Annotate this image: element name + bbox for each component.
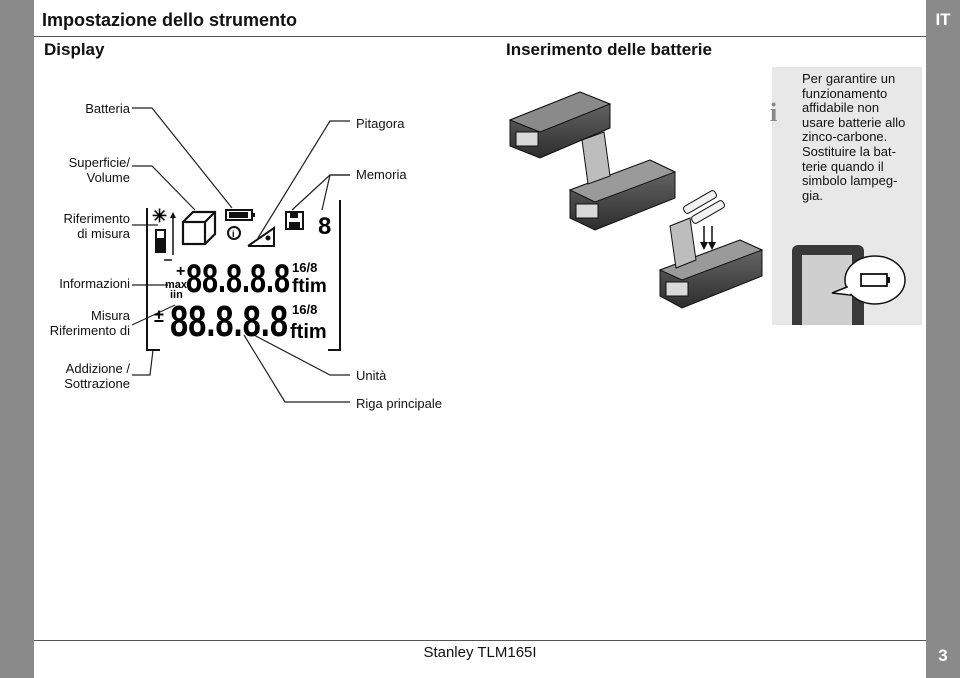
svg-text:i: i [232,229,235,239]
label-main-line: Riga principale [356,396,442,411]
minus-sign: ± [154,306,164,326]
device-open-lid [568,131,677,231]
battery-icon [225,209,255,221]
label-battery: Batteria [85,101,130,116]
label-add-subtract: Addizione /Sottrazione [64,361,130,391]
max-indicator: max [165,279,188,291]
right-sidebar-band [926,0,960,678]
info-i-icon: i [770,98,778,127]
laser-star-icon: ✳ [152,206,167,226]
footer-model: Stanley TLM165I [423,644,537,661]
device-closing-lid [658,217,764,309]
device-closed [508,91,612,159]
svg-text:✳: ✳ [152,206,167,226]
info-circle-icon: i [227,226,241,240]
reference-point-icon [155,212,176,261]
floppy-memory-icon [285,211,304,230]
section-batteries-heading: Inserimento delle batterie [506,40,712,59]
page-title: Impostazione dello strumento [42,10,298,30]
row2-fraction: 16/8 [292,302,317,317]
label-pythagoras: Pitagora [356,116,405,131]
battery-insertion-illustration [508,91,764,309]
footer-rule [34,640,926,641]
primary-digits-row2: 88.8.8.8 [170,297,288,346]
memory-digit: 8 [318,213,331,240]
min-indicator: iin [170,289,183,301]
language-tag: IT [935,10,951,29]
cube-volume-icon [181,210,217,246]
label-area-volume: Superficie/Volume [68,155,130,185]
row2-unit: ftim [290,321,327,343]
empty-battery-icon [860,273,890,287]
header-rule [34,36,926,37]
battery-symbol-panel [772,235,922,325]
aa-batteries [683,190,725,224]
row1-fraction: 16/8 [292,260,317,275]
label-memory: Memoria [356,167,407,182]
lcd-display-diagram: ✳ i 8 + max iin 88.8.8.8 16/8 ftim ± 88.… [131,107,350,403]
primary-digits-row1: 88.8.8.8 [186,257,290,301]
plus-sign: + [176,263,185,280]
battery-symbol-illustration [792,245,906,325]
page-number: 3 [938,646,948,665]
left-sidebar-band [0,0,34,678]
row1-unit: ftim [292,276,327,297]
section-display-heading: Display [44,40,105,59]
battery-note-box [772,67,922,235]
battery-note-text: Per garantire un funzionamento affidabil… [802,71,906,203]
label-information: Informazioni [59,276,130,291]
label-unit: Unità [356,368,387,383]
pythagoras-triangle-icon [247,226,275,247]
